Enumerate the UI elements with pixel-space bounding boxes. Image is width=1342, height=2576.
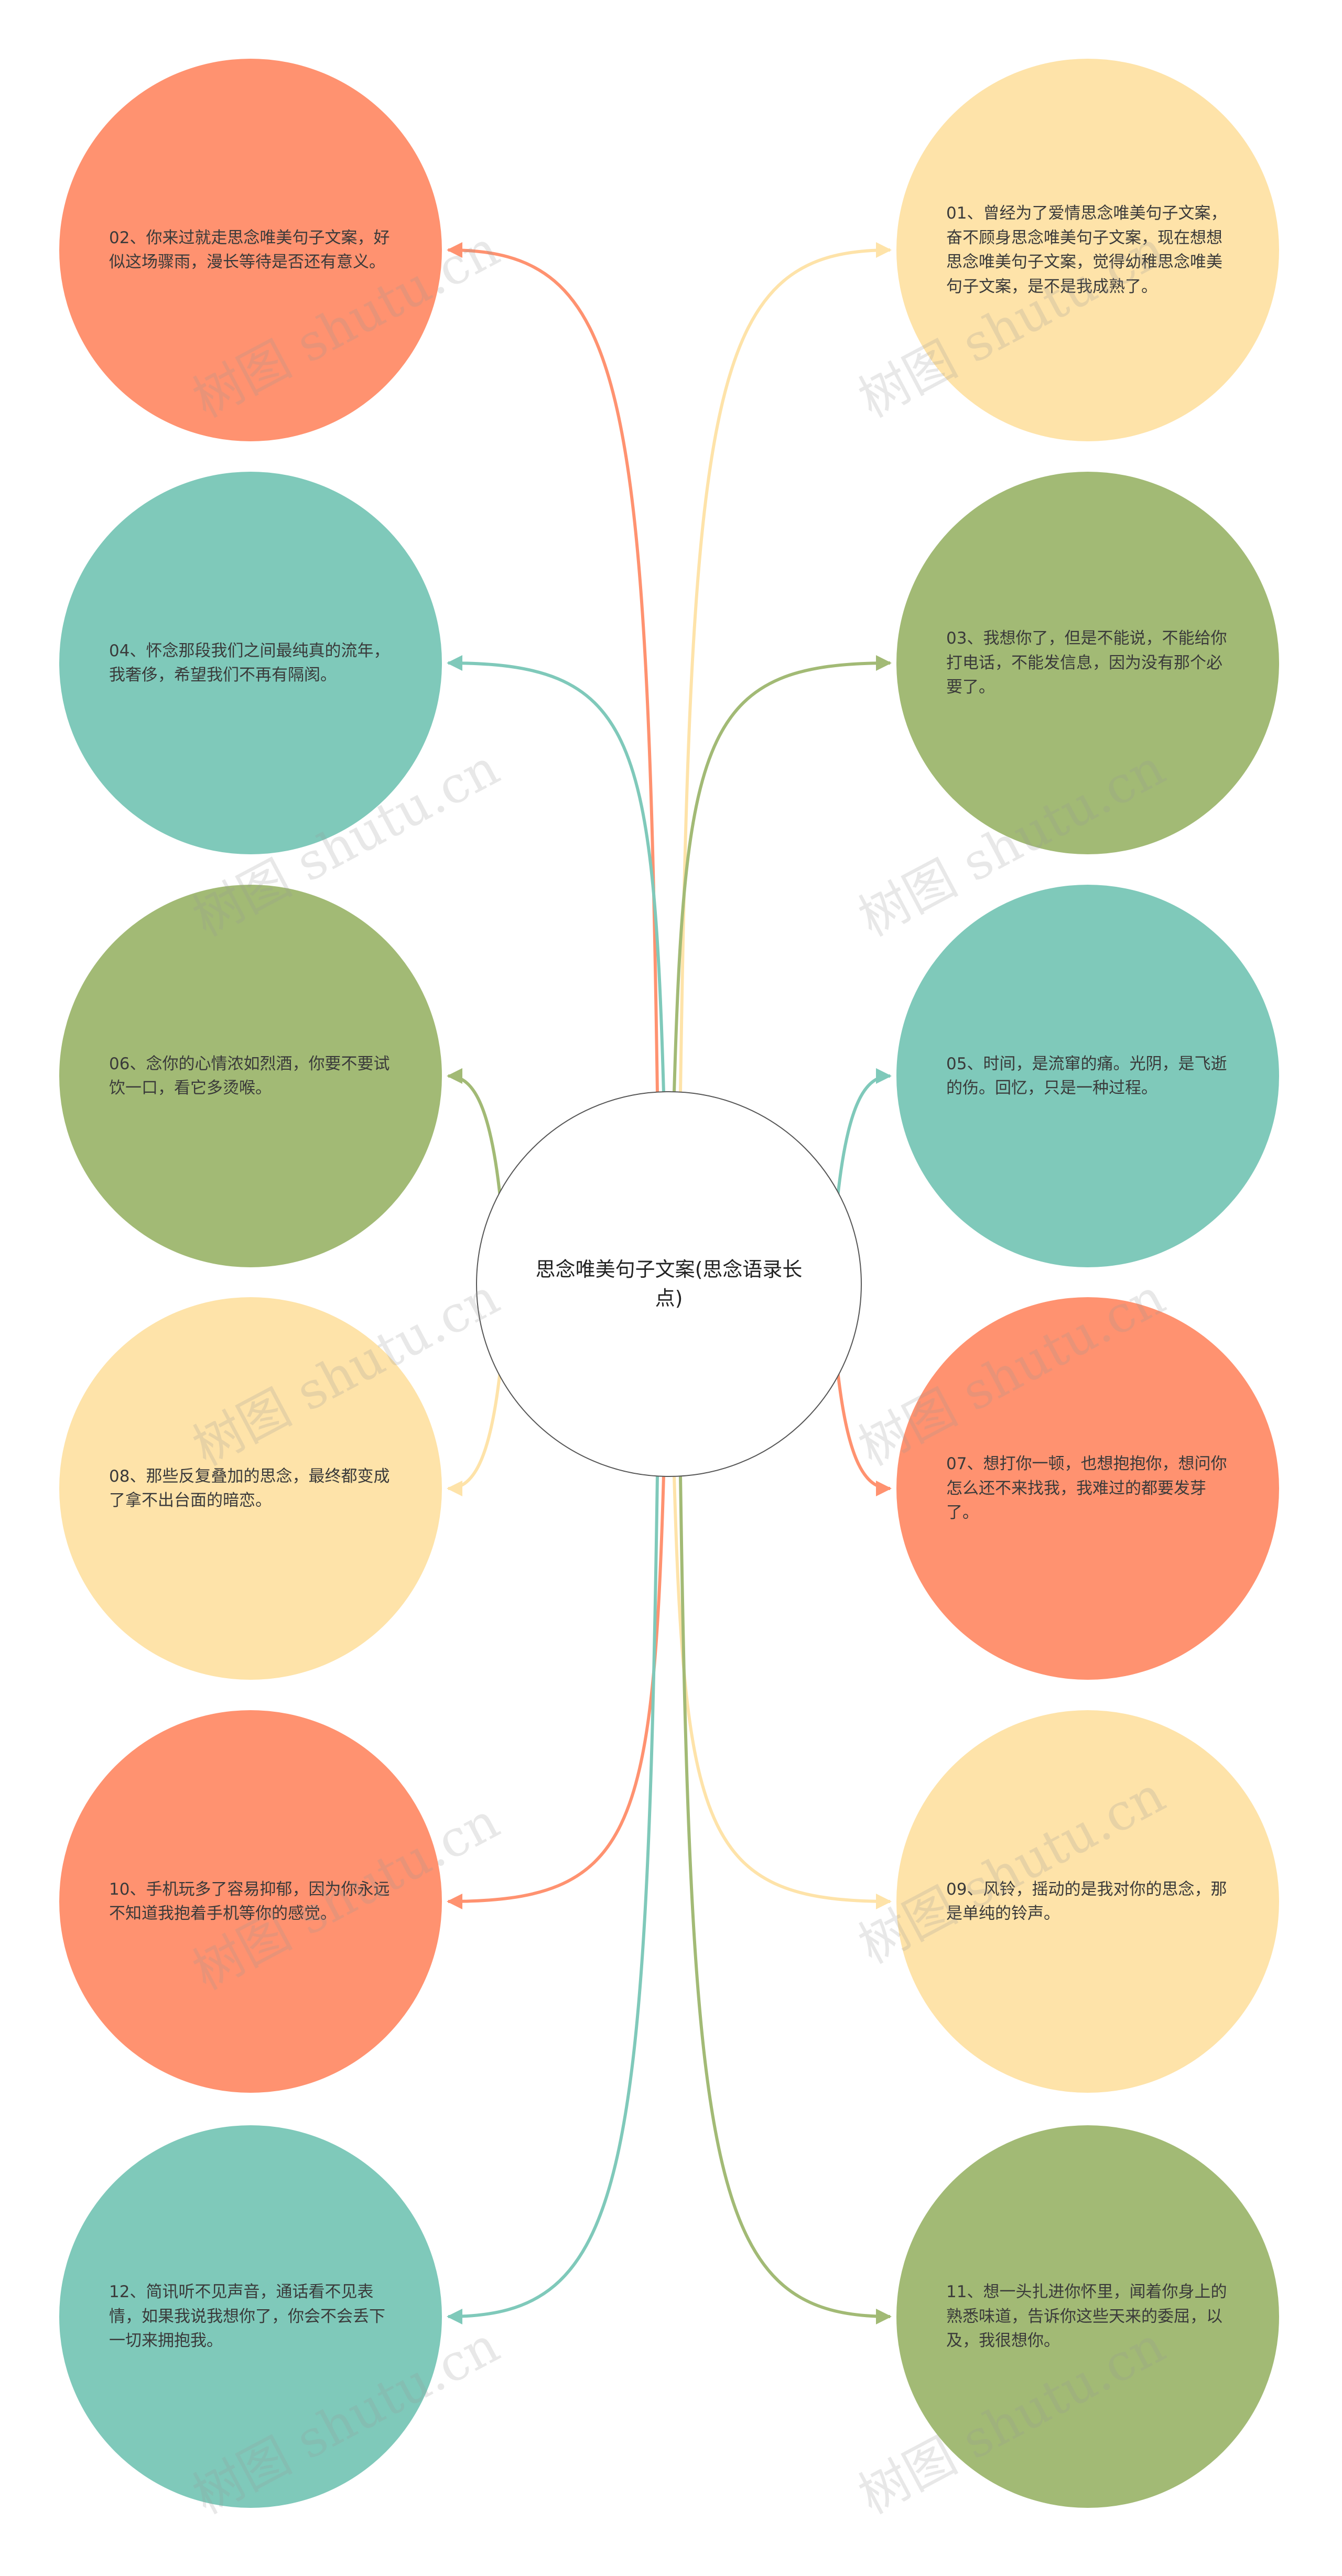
connector-03	[673, 655, 892, 1093]
connector-09	[673, 1475, 892, 1909]
topic-node-text: 01、曾经为了爱情思念唯美句子文案，奋不顾身思念唯美句子文案，现在想想思念唯美句…	[946, 204, 1227, 296]
topic-node-12[interactable]: 12、简讯听不见声音，通话看不见表情，如果我说我想你了，你会不会丢下一切来拥抱我…	[59, 2125, 442, 2508]
topic-node-06[interactable]: 06、念你的心情浓如烈酒，你要不要试饮一口，看它多烫喉。	[59, 885, 442, 1267]
topic-node-text: 10、手机玩多了容易抑郁，因为你永远不知道我抱着手机等你的感觉。	[109, 1879, 390, 1923]
connector-04	[447, 655, 665, 1093]
topic-node-text: 05、时间，是流窜的痛。光阴，是飞逝的伤。回忆，只是一种过程。	[946, 1054, 1227, 1098]
central-topic-node[interactable]: 思念唯美句子文案(思念语录长点)	[476, 1091, 862, 1477]
topic-node-text: 09、风铃，摇动的是我对你的思念，那是单纯的铃声。	[946, 1879, 1227, 1923]
topic-node-10[interactable]: 10、手机玩多了容易抑郁，因为你永远不知道我抱着手机等你的感觉。	[59, 1710, 442, 2093]
topic-node-02[interactable]: 02、你来过就走思念唯美句子文案，好似这场骤雨，漫长等待是否还有意义。	[59, 59, 442, 441]
central-topic-label: 思念唯美句子文案(思念语录长点)	[535, 1257, 803, 1310]
topic-node-text: 02、你来过就走思念唯美句子文案，好似这场骤雨，漫长等待是否还有意义。	[109, 228, 390, 272]
topic-node-05[interactable]: 05、时间，是流窜的痛。光阴，是飞逝的伤。回忆，只是一种过程。	[896, 885, 1279, 1267]
topic-node-07[interactable]: 07、想打你一顿，也想抱抱你，想问你怎么还不来找我，我难过的都要发芽了。	[896, 1297, 1279, 1680]
topic-node-text: 11、想一头扎进你怀里，闻着你身上的熟悉味道，告诉你这些天来的委屈，以及，我很想…	[946, 2282, 1227, 2351]
topic-node-text: 06、念你的心情浓如烈酒，你要不要试饮一口，看它多烫喉。	[109, 1054, 390, 1098]
topic-node-text: 04、怀念那段我们之间最纯真的流年，我奢侈，希望我们不再有隔阂。	[109, 641, 390, 685]
topic-node-09[interactable]: 09、风铃，摇动的是我对你的思念，那是单纯的铃声。	[896, 1710, 1279, 2093]
topic-node-11[interactable]: 11、想一头扎进你怀里，闻着你身上的熟悉味道，告诉你这些天来的委屈，以及，我很想…	[896, 2125, 1279, 2508]
topic-node-08[interactable]: 08、那些反复叠加的思念，最终都变成了拿不出台面的暗恋。	[59, 1297, 442, 1680]
connector-05	[834, 1068, 892, 1219]
topic-node-text: 07、想打你一顿，也想抱抱你，想问你怎么还不来找我，我难过的都要发芽了。	[946, 1454, 1227, 1523]
connector-01	[679, 242, 892, 1093]
topic-node-text: 03、我想你了，但是不能说，不能给你打电话，不能发信息，因为没有那个必要了。	[946, 629, 1227, 697]
connector-02	[447, 242, 659, 1093]
connector-11	[679, 1475, 892, 2324]
connector-08	[447, 1350, 504, 1496]
topic-node-text: 08、那些反复叠加的思念，最终都变成了拿不出台面的暗恋。	[109, 1466, 390, 1510]
connector-07	[834, 1350, 892, 1496]
topic-node-text: 12、简讯听不见声音，通话看不见表情，如果我说我想你了，你会不会丢下一切来拥抱我…	[109, 2282, 385, 2351]
connector-12	[447, 1475, 659, 2324]
connector-06	[447, 1068, 504, 1219]
connector-10	[447, 1475, 665, 1909]
topic-node-03[interactable]: 03、我想你了，但是不能说，不能给你打电话，不能发信息，因为没有那个必要了。	[896, 472, 1279, 854]
topic-node-04[interactable]: 04、怀念那段我们之间最纯真的流年，我奢侈，希望我们不再有隔阂。	[59, 472, 442, 854]
topic-node-01[interactable]: 01、曾经为了爱情思念唯美句子文案，奋不顾身思念唯美句子文案，现在想想思念唯美句…	[896, 59, 1279, 441]
